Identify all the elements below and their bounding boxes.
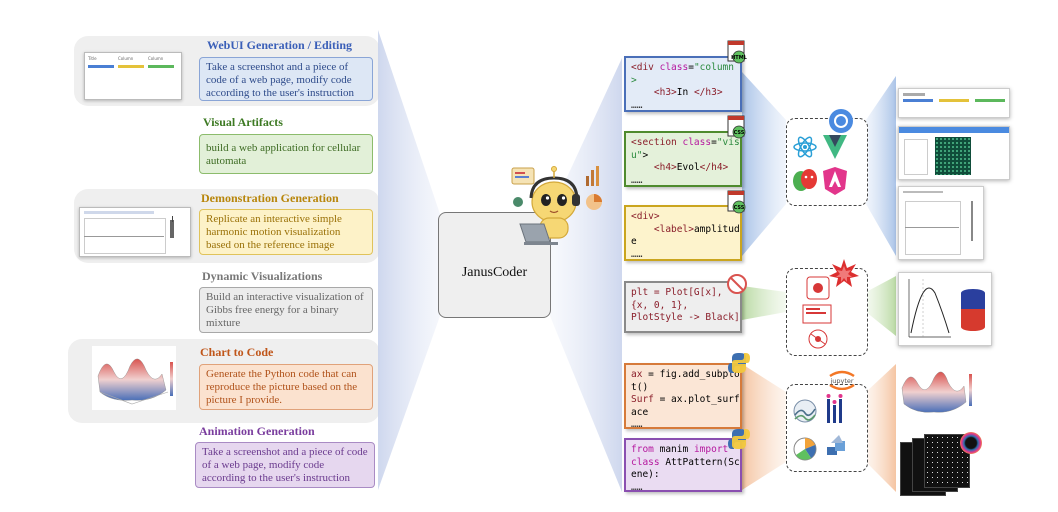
vue-icon: [823, 135, 847, 159]
code-line: <h3>In </h3>: [631, 87, 723, 98]
react-icon: [794, 135, 816, 158]
code-block-mathematica: plt = Plot[G[x], {x, 0, 1}, PlotStyle ->…: [624, 281, 742, 333]
code-line: u">: [631, 150, 648, 161]
code-line: PlotStyle -> Black]: [631, 312, 740, 323]
chrome-icon: [828, 108, 854, 134]
code-block-python-surface: ax = fig.add_subplo t() Surf = ax.plot_s…: [624, 363, 742, 429]
result-gibbs-plot: [898, 272, 992, 346]
svg-text:HTML: HTML: [731, 55, 748, 61]
seaborn-icon: [794, 400, 816, 422]
code-block-html-label: <div> <label>amplitud e ……: [624, 205, 742, 261]
code-block-html-column: <div class="column > <h3>In </h3> ……: [624, 56, 742, 112]
code-line: Surf = ax.plot_surf: [631, 394, 740, 405]
mathematica-document-icon: [803, 305, 831, 323]
code-line: class AttPattern(Sc: [631, 457, 740, 468]
code-line: ……: [631, 175, 642, 186]
result-webui-page: [898, 88, 1010, 118]
svg-text:CSS: CSS: [734, 130, 745, 136]
code-line: >: [631, 75, 637, 86]
code-line: ……: [631, 100, 642, 111]
code-line: <label>amplitud: [631, 224, 740, 235]
code-line: ……: [631, 325, 642, 334]
altair-icon: [827, 435, 845, 455]
mathematica-notebook-icon: [807, 277, 829, 299]
januscoder-label: JanusCoder: [439, 265, 550, 281]
mascot-robot-icon: [506, 160, 610, 252]
mathematica-graph-icon: [809, 330, 827, 348]
code-line: t(): [631, 382, 648, 393]
svg-text:CSS: CSS: [734, 205, 745, 211]
code-line: ax = fig.add_subplo: [631, 369, 740, 380]
jupyter-icon: jupyter: [826, 368, 858, 390]
code-block-python-manim: from manim import class AttPattern(Sc en…: [624, 438, 742, 492]
jupyter-logo-text: jupyter: [829, 377, 853, 385]
mathematica-file-icon: [726, 272, 748, 298]
code-line: ……: [631, 482, 642, 493]
result-harmonic-motion-demo: [898, 186, 984, 260]
code-line: {x, 0, 1},: [631, 300, 688, 311]
result-animation-frames: [900, 432, 984, 494]
code-line: ace: [631, 407, 648, 418]
code-block-html-section: <section class="visu u"> <h4>Evol</h4> ……: [624, 131, 742, 187]
masks-icon: [793, 169, 817, 191]
code-line: <div class="column: [631, 62, 734, 73]
html-css-file-icon: CSS: [726, 115, 748, 141]
code-line: e: [631, 236, 637, 247]
wolfram-spikey-icon: [828, 258, 860, 290]
code-line: <h4>Evol</h4>: [631, 162, 728, 173]
web-framework-group: [786, 118, 868, 206]
python-library-group: [786, 384, 868, 472]
python-icon: [728, 426, 750, 452]
code-line: ……: [631, 419, 642, 429]
html-css-file-icon: HTML: [726, 40, 748, 66]
code-line: plt = Plot[G[x],: [631, 287, 723, 298]
html-css-file-icon: CSS: [726, 190, 748, 216]
code-line: from manim import: [631, 444, 728, 455]
matplotlib-icon: [794, 438, 816, 460]
code-line: ene):: [631, 469, 660, 480]
angular-icon: [823, 167, 847, 195]
plotly-icon: [827, 394, 843, 423]
code-line: ……: [631, 249, 642, 260]
code-line: <div>: [631, 211, 660, 222]
result-surface-plot: [898, 362, 976, 420]
result-cellular-automata-app: [898, 126, 1010, 180]
python-icon: [728, 350, 750, 376]
